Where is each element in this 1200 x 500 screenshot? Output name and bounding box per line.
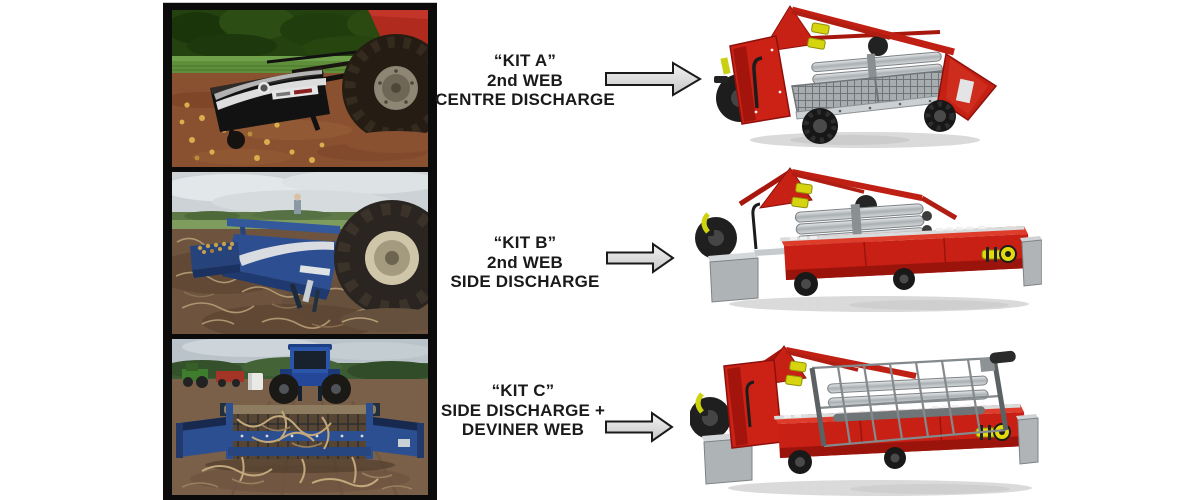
arrow-right-icon — [606, 242, 675, 274]
photo-kit-b — [172, 172, 428, 334]
photo-column — [163, 2, 437, 500]
render-kit-b — [694, 164, 1042, 316]
field-photo-kit-b-illustration — [172, 172, 428, 334]
photo-kit-c — [172, 339, 428, 495]
kit-a-line2: 2nd WEB — [486, 70, 563, 90]
kit-c-line2: SIDE DISCHARGE + — [440, 400, 606, 420]
kit-b-line3: SIDE DISCHARGE — [450, 272, 600, 291]
render-kit-a — [700, 2, 1012, 154]
arrow-right-icon — [605, 411, 674, 443]
kit-a-label: “KIT A” 2nd WEB CENTRE DISCHARGE — [413, 51, 637, 110]
kit-a-title: “KIT A” — [493, 51, 557, 70]
cad-render-kit-c-illustration — [690, 345, 1039, 496]
photo-kit-a — [172, 10, 428, 167]
kit-a-line3: CENTRE DISCHARGE — [435, 90, 615, 109]
field-photo-kit-a-illustration — [172, 10, 428, 167]
arrow-right-icon — [605, 61, 702, 97]
cad-render-kit-a-illustration — [714, 5, 998, 148]
kit-b-title: “KIT B” — [493, 233, 557, 252]
kit-c-label: “KIT C” SIDE DISCHARGE + DEVINER WEB — [411, 381, 635, 440]
cad-render-kit-b-illustration — [695, 167, 1042, 312]
kit-c-title: “KIT C” — [491, 381, 555, 400]
kit-b-label: “KIT B” 2nd WEB SIDE DISCHARGE — [413, 233, 637, 292]
kit-b-line2: 2nd WEB — [486, 252, 563, 272]
field-photo-kit-c-illustration — [172, 339, 428, 495]
render-kit-c — [690, 330, 1044, 500]
kit-c-line3: DEVINER WEB — [461, 420, 585, 439]
